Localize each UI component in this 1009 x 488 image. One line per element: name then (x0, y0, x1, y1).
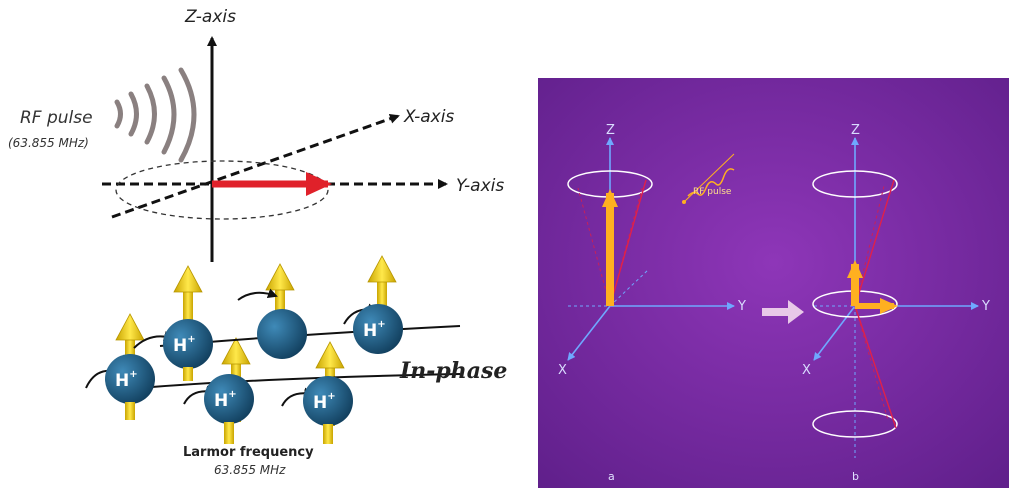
larmor-frequency-value: 63.855 MHz (214, 463, 286, 477)
proton: H+ (303, 376, 353, 426)
spin-arrow-tail (224, 422, 234, 444)
panel-a-label: a (608, 470, 615, 483)
svg-text:H+: H+ (313, 391, 336, 413)
panel-b-x-label: X (802, 363, 811, 378)
transition-arrow-icon (762, 300, 804, 324)
panel-a-z-label: Z (606, 123, 615, 138)
panel-b-y-label: Y (981, 299, 990, 314)
rf-pulse-icon (114, 67, 197, 163)
proton: H+ (353, 304, 403, 354)
larmor-frequency-label: Larmor frequency (183, 445, 314, 460)
x-axis-label: X-axis (403, 107, 454, 127)
precession-ellipse (115, 160, 329, 220)
proton: H+ (163, 319, 213, 369)
z-axis-label: Z-axis (184, 7, 236, 27)
panel-a-x-label: X (558, 363, 567, 378)
y-axis-label: Y-axis (456, 176, 504, 196)
orbit-line (139, 373, 461, 389)
proton (257, 309, 307, 359)
spin-arrow-tail (323, 424, 333, 444)
panel-b: Z Y X b (802, 123, 990, 483)
svg-text:H+: H+ (173, 334, 196, 356)
left-diagram: Z-axis X-axis Y-axis RF pulse (63.855 MH… (8, 7, 507, 477)
panel-a: Z Y X RF pulse a (558, 123, 746, 483)
in-phase-label: In-phase (399, 358, 507, 384)
proton: H+ (105, 354, 155, 404)
spin-arrow-tail (125, 402, 135, 420)
svg-text:H+: H+ (214, 389, 237, 411)
rotation-arrow-icon (237, 288, 278, 301)
proton: H+ (204, 374, 254, 424)
rf-pulse-frequency: (63.855 MHz) (8, 136, 89, 150)
x-axis-line (111, 113, 400, 219)
panel-b-label: b (852, 470, 859, 483)
svg-text:H+: H+ (363, 319, 386, 341)
spin-arrow-tail (183, 367, 193, 381)
rf-pulse-label: RF pulse (20, 108, 93, 128)
panel-a-rf-label: RF pulse (693, 187, 732, 197)
svg-text:H+: H+ (115, 369, 138, 391)
right-diagram: Z Y X RF pulse a Z Y X (538, 78, 1009, 488)
panel-b-z-label: Z (851, 123, 860, 138)
panel-a-y-label: Y (737, 299, 746, 314)
rf-pulse-wave-icon (687, 168, 735, 197)
